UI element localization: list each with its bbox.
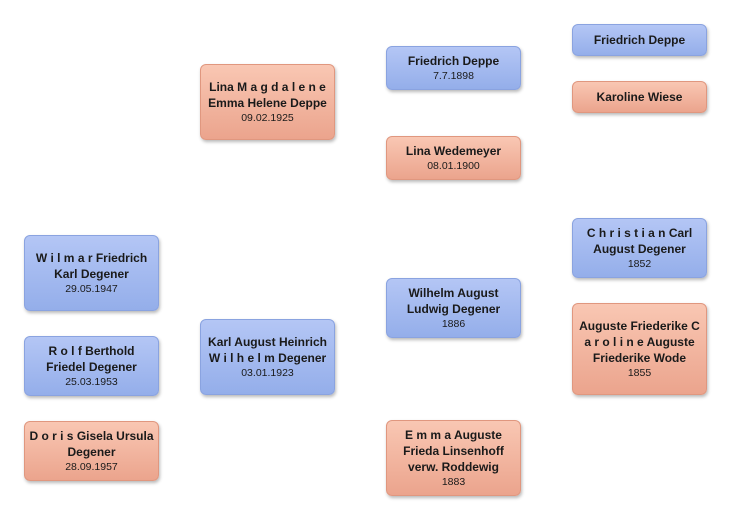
person-card-father[interactable]: Karl August Heinrich W i l h e l m Degen…	[200, 319, 335, 395]
person-card-great-grandmother-wiese[interactable]: Karoline Wiese	[572, 81, 707, 113]
person-name: E m m a Auguste Frieda Linsenhoff verw. …	[403, 428, 504, 474]
person-name: Karoline Wiese	[596, 90, 683, 104]
person-date: 09.02.1925	[241, 112, 294, 124]
person-name: Auguste Friederike C a r o l i n e Augus…	[579, 319, 700, 365]
person-date: 08.01.1900	[427, 160, 480, 172]
person-date: 1855	[627, 367, 652, 379]
person-name: Lina Wedemeyer	[405, 144, 502, 158]
person-date: 25.03.1953	[65, 376, 118, 388]
person-date: 29.05.1947	[65, 283, 118, 295]
person-name: D o r i s Gisela Ursula Degener	[29, 429, 154, 459]
person-name: Wilhelm August Ludwig Degener	[406, 286, 501, 316]
person-name: R o l f Berthold Friedel Degener	[46, 344, 137, 374]
person-date: 28.09.1957	[65, 461, 118, 473]
person-card-great-grandfather-deppe[interactable]: Friedrich Deppe	[572, 24, 707, 56]
person-card-rolf[interactable]: R o l f Berthold Friedel Degener 25.03.1…	[24, 336, 159, 396]
person-date: 1886	[441, 318, 466, 330]
person-card-maternal-grandfather[interactable]: Friedrich Deppe 7.7.1898	[386, 46, 521, 90]
person-name: Lina M a g d a l e n e Emma Helene Deppe	[208, 80, 327, 110]
person-name: Friedrich Deppe	[407, 54, 500, 68]
person-card-great-grandmother-wode[interactable]: Auguste Friederike C a r o l i n e Augus…	[572, 303, 707, 395]
person-date: 1852	[627, 258, 652, 270]
person-card-paternal-grandfather[interactable]: Wilhelm August Ludwig Degener 1886	[386, 278, 521, 338]
person-card-mother[interactable]: Lina M a g d a l e n e Emma Helene Deppe…	[200, 64, 335, 140]
person-card-paternal-grandmother[interactable]: E m m a Auguste Frieda Linsenhoff verw. …	[386, 420, 521, 496]
person-name: W i l m a r Friedrich Karl Degener	[35, 251, 148, 281]
person-name: Friedrich Deppe	[593, 33, 686, 47]
person-name: Karl August Heinrich W i l h e l m Degen…	[208, 335, 327, 365]
person-card-maternal-grandmother[interactable]: Lina Wedemeyer 08.01.1900	[386, 136, 521, 180]
person-card-doris[interactable]: D o r i s Gisela Ursula Degener 28.09.19…	[24, 421, 159, 481]
person-card-wilmar[interactable]: W i l m a r Friedrich Karl Degener 29.05…	[24, 235, 159, 311]
person-date: 7.7.1898	[433, 70, 474, 82]
person-card-great-grandfather-degener[interactable]: C h r i s t i a n Carl August Degener 18…	[572, 218, 707, 278]
person-date: 1883	[441, 476, 466, 488]
person-date: 03.01.1923	[241, 367, 294, 379]
person-name: C h r i s t i a n Carl August Degener	[586, 226, 693, 256]
